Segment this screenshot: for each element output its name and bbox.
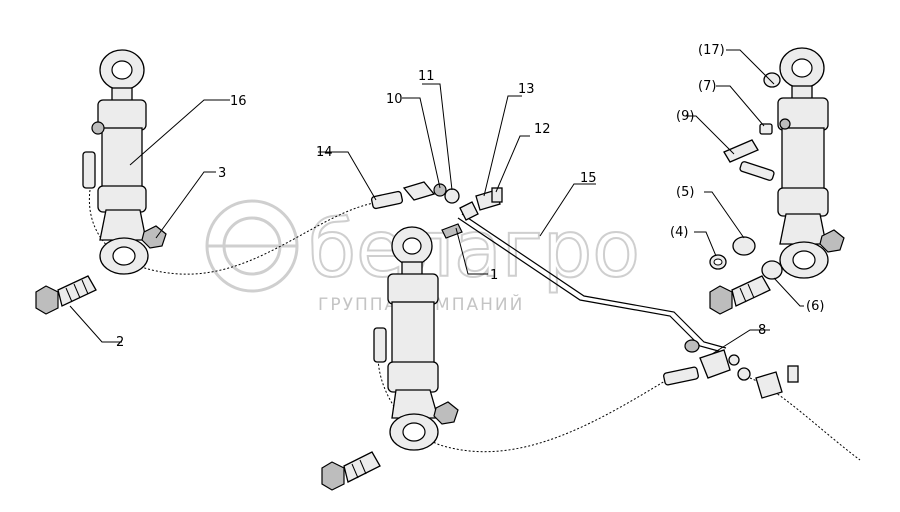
bushing-6 [761,260,783,280]
tee-fitting-8-cluster [663,339,799,399]
tee-adapter [737,367,751,381]
center-hose [377,339,671,453]
tee-fitting-8 [699,349,731,379]
right-hydraulic-cylinder [763,47,845,279]
left-port-fitting [91,121,105,135]
right-hose-end [739,161,775,181]
elbow-9 [723,139,759,163]
bracket-12 [491,187,503,203]
left-hose [88,189,381,275]
bolt-1 [441,223,463,239]
callout-2: 2 [116,335,124,350]
right-cylinder-base [777,187,829,217]
top-fittings [370,181,503,239]
right-bolt [709,275,771,315]
center-cylinder-barrel [391,301,435,365]
callout-1: 1 [490,268,498,283]
callout-6: (6) [806,299,824,314]
left-cylinder-base [97,185,147,213]
callout-9: (9) [676,109,694,124]
right-hose [749,377,861,461]
callout-10: 10 [386,92,403,107]
right-port [779,118,791,130]
tee-nut [728,354,740,366]
nut-10 [433,183,447,197]
callout-11: 11 [418,69,435,84]
center-cylinder-head [387,273,439,305]
right-cylinder-barrel [781,127,825,191]
tee-bracket [787,365,799,383]
center-bolt [321,451,381,491]
left-nut-3 [141,225,167,249]
callout-7: (7) [698,79,716,94]
right-base-neck [779,213,827,245]
center-port-hose-fitting [373,327,387,363]
callout-13: 13 [518,82,535,97]
callout-17: (17) [698,43,725,58]
hose-end-center [663,366,699,386]
right-side-parts [709,123,783,280]
tee-clamp [755,371,783,399]
callout-5: (5) [676,185,694,200]
fitting-7 [759,123,773,135]
bushing-17 [763,72,781,88]
watermark-brand: белагро [308,205,640,295]
sleeve-5 [732,236,756,256]
callout-8: 8 [758,323,766,338]
callout-12: 12 [534,122,551,137]
elbow-fitting [402,181,436,201]
callout-16: 16 [230,94,247,109]
left-base-neck [99,209,147,241]
fitting-1 [459,201,479,221]
center-cylinder-base [387,361,439,393]
watermark: белагро ГРУППА КОМПАНИЙ [205,199,641,315]
left-hydraulic-cylinder [82,49,167,275]
callout-14: 14 [316,145,333,160]
steel-pipe-15-edge [461,213,727,349]
steel-pipe-15 [457,217,723,353]
leader-lines [69,49,804,355]
pipe-nut [684,339,700,353]
left-cylinder-barrel [101,127,143,189]
right-nut [819,229,845,253]
callout-15: 15 [580,171,597,186]
left-cylinder-head [97,99,147,131]
hose-end-14 [370,190,404,210]
callout-3: 3 [218,166,226,181]
center-nut [433,401,459,425]
left-bolt-2 [35,275,97,315]
watermark-logo-icon [205,199,299,293]
callout-4: (4) [670,225,688,240]
center-hydraulic-cylinder [373,226,459,451]
left-port-hose-fitting [82,151,96,189]
callout-labels: 16 3 2 1 14 10 11 13 12 15 8 (17) (7) (9… [116,43,824,350]
hoses [88,189,861,461]
fitting-11 [444,188,460,204]
